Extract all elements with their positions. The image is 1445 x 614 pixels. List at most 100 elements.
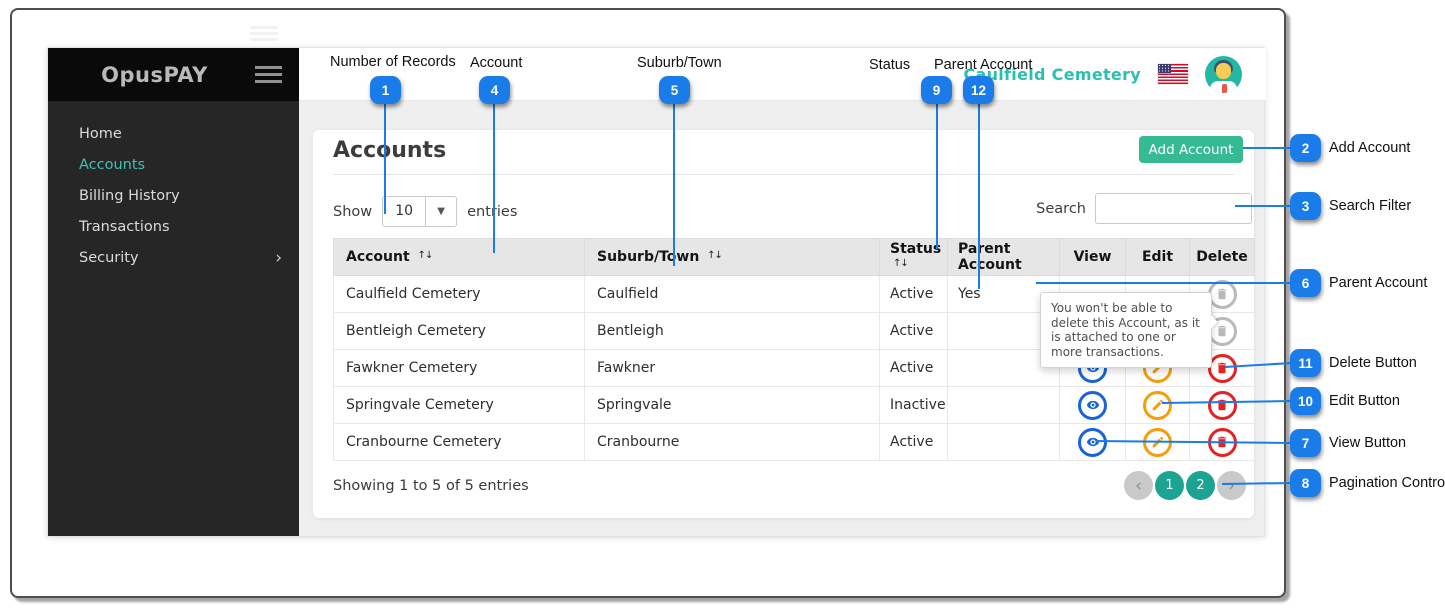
cell-suburb: Springvale <box>584 386 880 424</box>
cell-delete <box>1189 423 1255 461</box>
pagination-page-2[interactable]: 2 <box>1186 471 1215 500</box>
page-size-select[interactable]: 10 ▼ <box>382 196 458 227</box>
annotation-label-account: Account <box>470 55 523 71</box>
column-header-suburb[interactable]: Suburb/Town ↑↓ <box>584 238 880 276</box>
view-button[interactable] <box>1078 390 1107 420</box>
annotation-label-delete-button: Delete Button <box>1329 355 1417 371</box>
delete-button[interactable] <box>1207 390 1237 420</box>
annotation-badge-3: 3 <box>1290 192 1321 220</box>
cell-suburb: Fawkner <box>584 349 880 387</box>
annotation-label-pagination-control: Pagination Control <box>1329 475 1445 491</box>
sidebar-item-billing-history[interactable]: Billing History <box>79 188 180 204</box>
edit-button[interactable] <box>1143 390 1172 420</box>
page-title: Accounts <box>333 138 447 163</box>
cell-status: Active <box>879 275 948 313</box>
annotation-label-suburb-town: Suburb/Town <box>637 55 722 71</box>
topbar: Caulfield Cemetery <box>299 48 1266 101</box>
cell-edit <box>1125 423 1190 461</box>
cell-suburb: Caulfield <box>584 275 880 313</box>
annotation-badge-7: 7 <box>1290 429 1321 457</box>
annotation-badge-6: 6 <box>1290 269 1321 297</box>
entries-summary: Showing 1 to 5 of 5 entries <box>333 478 529 494</box>
annotation-badge-2: 2 <box>1290 134 1321 162</box>
pagination-prev-button[interactable]: ‹ <box>1124 471 1153 500</box>
cell-status: Active <box>879 423 948 461</box>
page-size-control: Show 10 ▼ entries <box>333 196 517 227</box>
add-account-button[interactable]: Add Account <box>1139 136 1243 163</box>
entries-label: entries <box>467 203 518 220</box>
cell-suburb: Cranbourne <box>584 423 880 461</box>
cell-status: Inactive <box>879 386 948 424</box>
sidebar-header: OpusPAY <box>48 48 299 101</box>
table-row: Cranbourne Cemetery Cranbourne Active <box>333 423 1255 461</box>
page-size-value: 10 <box>395 203 414 219</box>
annotation-label-number-of-records: Number of Records <box>330 54 456 70</box>
pagination-next-button[interactable]: › <box>1217 471 1246 500</box>
sidebar: OpusPAY Home Accounts Billing History Tr… <box>48 48 299 536</box>
annotation-label-view-button: View Button <box>1329 435 1407 451</box>
cell-account: Fawkner Cemetery <box>333 349 585 387</box>
edit-button[interactable] <box>1143 427 1172 457</box>
column-header-account[interactable]: Account ↑↓ <box>333 238 585 276</box>
annotation-label-status: Status <box>869 57 911 73</box>
sidebar-item-transactions[interactable]: Transactions <box>79 219 170 235</box>
hamburger-menu-icon[interactable] <box>255 66 282 87</box>
delete-disabled-tooltip: You won't be able to delete this Account… <box>1040 292 1212 368</box>
cell-status: Active <box>879 349 948 387</box>
annotation-badge-10: 10 <box>1290 387 1321 415</box>
trash-icon <box>1217 362 1227 374</box>
annotation-badge-5: 5 <box>659 76 690 104</box>
trash-icon <box>1217 288 1227 300</box>
cell-account: Springvale Cemetery <box>333 386 585 424</box>
cell-delete <box>1189 386 1255 424</box>
search-label: Search <box>1036 200 1086 217</box>
cell-view <box>1059 423 1126 461</box>
cell-parent-account <box>947 423 1060 461</box>
sidebar-item-label: Security <box>79 250 139 266</box>
cell-parent-account <box>947 386 1060 424</box>
trash-icon <box>1217 436 1227 448</box>
annotation-badge-1: 1 <box>370 76 401 104</box>
cell-account: Bentleigh Cemetery <box>333 312 585 350</box>
table-row: Fawkner Cemetery Fawkner Active <box>333 349 1255 387</box>
view-button[interactable] <box>1078 427 1107 457</box>
sort-icon: ↑↓ <box>707 250 723 261</box>
delete-button[interactable] <box>1207 427 1237 457</box>
search-control: Search <box>1036 193 1252 224</box>
faint-hamburger-icon <box>250 26 278 44</box>
us-flag-icon[interactable] <box>1158 64 1188 84</box>
trash-icon <box>1217 325 1227 337</box>
sort-icon: ↑↓ <box>893 258 909 269</box>
table-row: Springvale Cemetery Springvale Inactive <box>333 386 1255 424</box>
annotation-label-edit-button: Edit Button <box>1329 393 1400 409</box>
eye-icon <box>1086 400 1099 410</box>
annotation-badge-8: 8 <box>1290 469 1321 497</box>
column-header-status[interactable]: Status ↑↓ <box>879 238 948 276</box>
user-avatar[interactable] <box>1205 55 1242 93</box>
cell-status: Active <box>879 312 948 350</box>
delete-button-disabled[interactable] <box>1207 279 1237 309</box>
annotation-badge-9: 9 <box>921 76 952 104</box>
column-header-delete: Delete <box>1189 238 1255 276</box>
cell-account: Caulfield Cemetery <box>333 275 585 313</box>
annotation-label-search-filter: Search Filter <box>1329 198 1412 214</box>
search-input[interactable] <box>1095 193 1252 224</box>
annotation-badge-11: 11 <box>1290 349 1321 377</box>
sidebar-item-security[interactable]: Security › <box>48 243 299 274</box>
pencil-icon <box>1152 436 1163 448</box>
sidebar-item-accounts[interactable]: Accounts <box>79 157 146 173</box>
annotation-label-parent-account: Parent Account <box>934 57 1033 73</box>
eye-icon <box>1086 437 1099 447</box>
column-header-edit: Edit <box>1125 238 1190 276</box>
delete-button[interactable] <box>1207 353 1237 383</box>
tooltip-text: You won't be able to delete this Account… <box>1051 301 1200 359</box>
sidebar-item-home[interactable]: Home <box>79 126 122 142</box>
pagination-page-1[interactable]: 1 <box>1155 471 1184 500</box>
table-header-row: Account ↑↓ Suburb/Town ↑↓ Status ↑↓ Pare… <box>333 238 1255 276</box>
annotation-badge-12: 12 <box>963 76 994 104</box>
column-header-parent-account: Parent Account <box>947 238 1060 276</box>
annotation-label-parent-account-callout: Parent Account <box>1329 275 1428 291</box>
divider <box>333 174 1234 175</box>
annotation-badge-4: 4 <box>479 76 510 104</box>
